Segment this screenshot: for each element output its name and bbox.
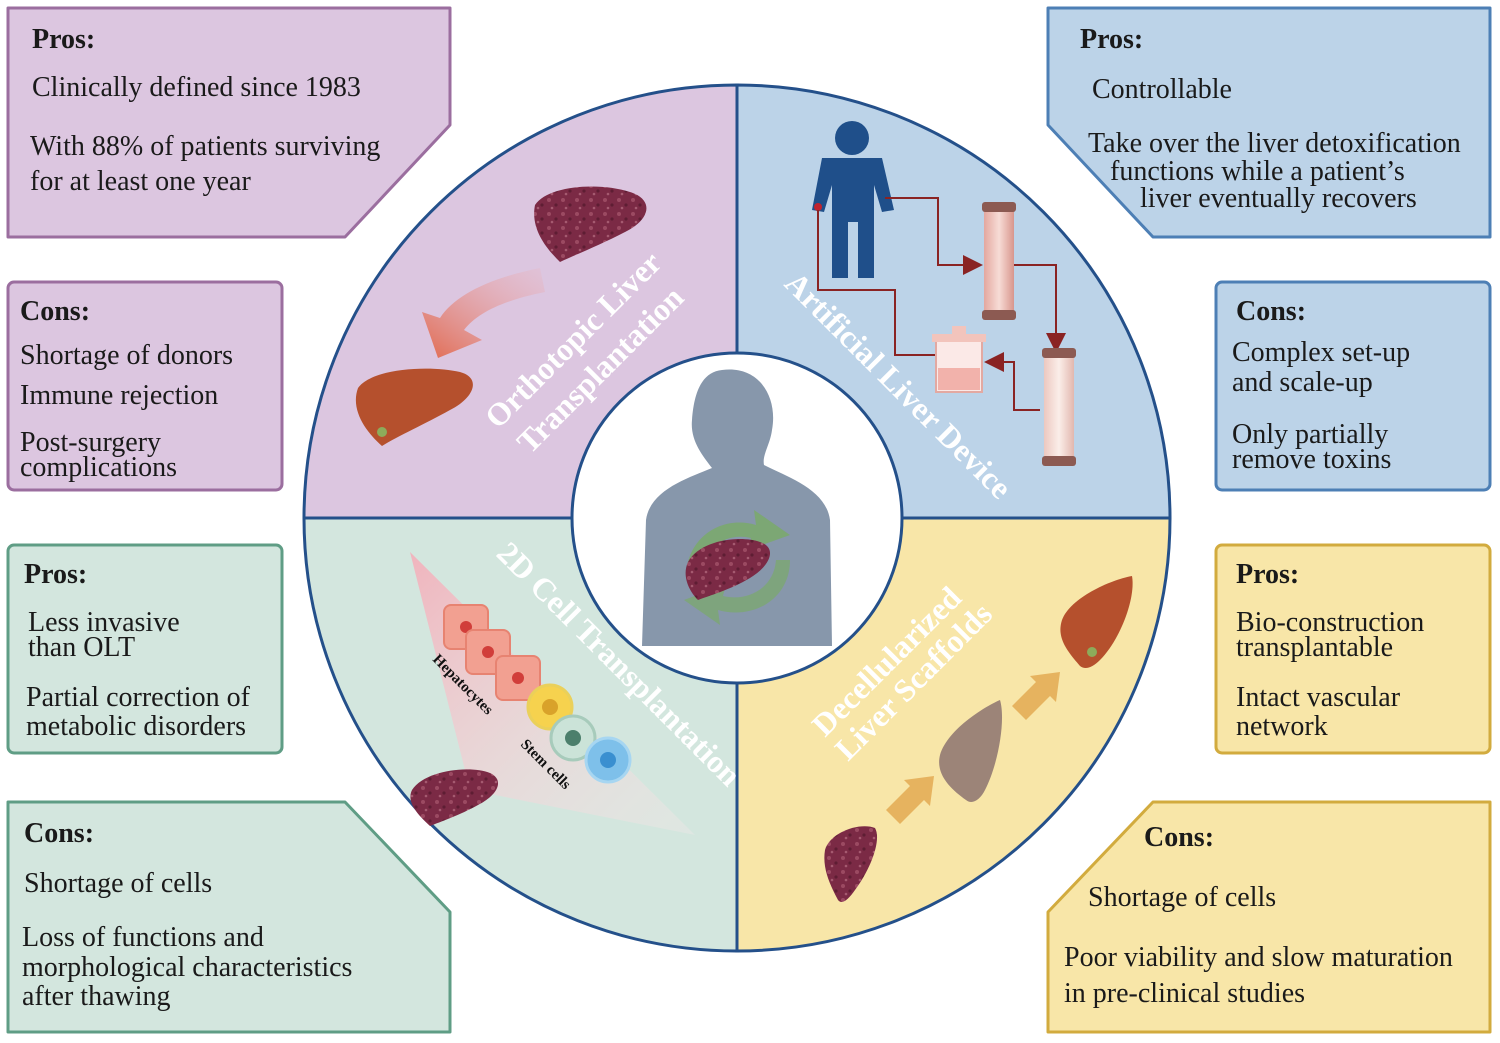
filter-cartridge-2 [1042,348,1076,466]
ald-pros-line: liver eventually recovers [1140,183,1417,214]
scaffold-illustration [824,576,1133,902]
regenerated-liver-icon [1060,576,1133,668]
center-liver-icon [685,539,771,600]
tube-line [885,197,983,275]
olt-cons-line: Shortage of donors [20,340,233,371]
ald-pros-box: Pros: Controllable Take over the liver d… [1046,6,1492,239]
decellularized-liver-icon [939,700,1003,802]
gallbladder-icon [1087,647,1097,657]
ald-cons-line: Complex set-up [1232,337,1410,368]
olt-cons-line: Post-surgery [20,427,161,458]
olt-cons-line: Immune rejection [20,380,218,411]
scaffold-pros-box: Pros: Bio-construction transplantable In… [1214,543,1492,755]
cell-cons-line: Loss of functions and [22,922,264,953]
ald-cons-box: Cons: Complex set-up and scale-up Only p… [1214,280,1492,492]
ald-pros-line: Controllable [1092,74,1232,105]
progress-arrow-icon-2 [1012,672,1060,720]
cell-pros-line: Partial correction of [26,682,251,713]
reservoir-icon [932,326,986,393]
scaffold-cons-box: Cons: Shortage of cells Poor viability a… [1046,800,1492,1034]
cell-cons-line: morphological characteristics [22,952,352,983]
olt-pros-line: With 88% of patients surviving [30,131,380,162]
olt-pros-box: Pros: Clinically defined since 1983 With… [6,6,452,239]
diseased-liver-icon [410,769,499,826]
scaffold-cons-line: Poor viability and slow maturation [1064,942,1453,973]
cell-pros-line: metabolic disorders [26,711,246,742]
ald-cons-title: Cons: [1236,296,1306,327]
olt-pros-line: Clinically defined since 1983 [32,72,361,103]
ald-pros-title: Pros: [1080,24,1143,55]
gallbladder-icon [377,427,387,437]
artificial-liver-illustration [812,121,1076,466]
olt-cons-title: Cons: [20,296,90,327]
scaffold-cons-line: in pre-clinical studies [1064,978,1305,1009]
scaffold-pros-line: Intact vascular [1236,682,1401,713]
diseased-liver-icon [534,186,647,262]
cell-cons-line: after thawing [22,981,171,1012]
hepatocyte-cells [443,604,541,701]
scaffold-pros-line: network [1236,711,1328,742]
cycle-arrow-icon [686,510,790,575]
olt-cons-box: Cons: Shortage of donors Immune rejectio… [6,280,284,492]
center-circle [570,351,904,685]
scaffold-cons-title: Cons: [1144,822,1214,853]
scaffold-pros-line: Bio-construction [1236,607,1424,638]
scaffold-pros-line: transplantable [1236,632,1393,663]
tube-line-4 [817,210,935,356]
blood-drop-icon [814,203,822,211]
tube-line-3 [984,352,1040,411]
ald-cons-line: Only partially [1232,419,1388,450]
transfer-arrow-icon [422,268,545,358]
scaffold-pros-title: Pros: [1236,559,1299,590]
diseased-liver-icon [824,826,878,902]
filter-cartridge-1 [982,202,1016,320]
ald-cons-line: remove toxins [1232,444,1391,475]
olt-cons-line: complications [20,452,177,483]
cell-cons-line: Shortage of cells [24,868,212,899]
healthy-liver-icon [355,368,473,446]
tube-line-2 [1014,264,1066,353]
ald-cons-line: and scale-up [1232,367,1373,398]
cell-pros-box: Pros: Less invasive than OLT Partial cor… [6,543,284,755]
ald-pros-line: functions while a patient’s [1110,156,1405,187]
olt-pros-line: for at least one year [30,166,251,197]
ald-pros-line: Take over the liver detoxification [1088,128,1461,159]
cell-cons-box: Cons: Shortage of cells Loss of function… [6,800,452,1034]
progress-arrow-icon [886,776,934,824]
person-icon [812,121,894,278]
cell-cons-title: Cons: [24,818,94,849]
scaffold-cons-line: Shortage of cells [1088,882,1276,913]
olt-illustration [355,186,647,446]
cell-pros-line: Less invasive [28,607,180,638]
cell-pros-line: than OLT [28,632,135,663]
olt-pros-title: Pros: [32,24,95,55]
cell-pros-title: Pros: [24,559,87,590]
stem-cells [526,683,632,784]
cycle-arrow-icon-2 [684,560,790,625]
